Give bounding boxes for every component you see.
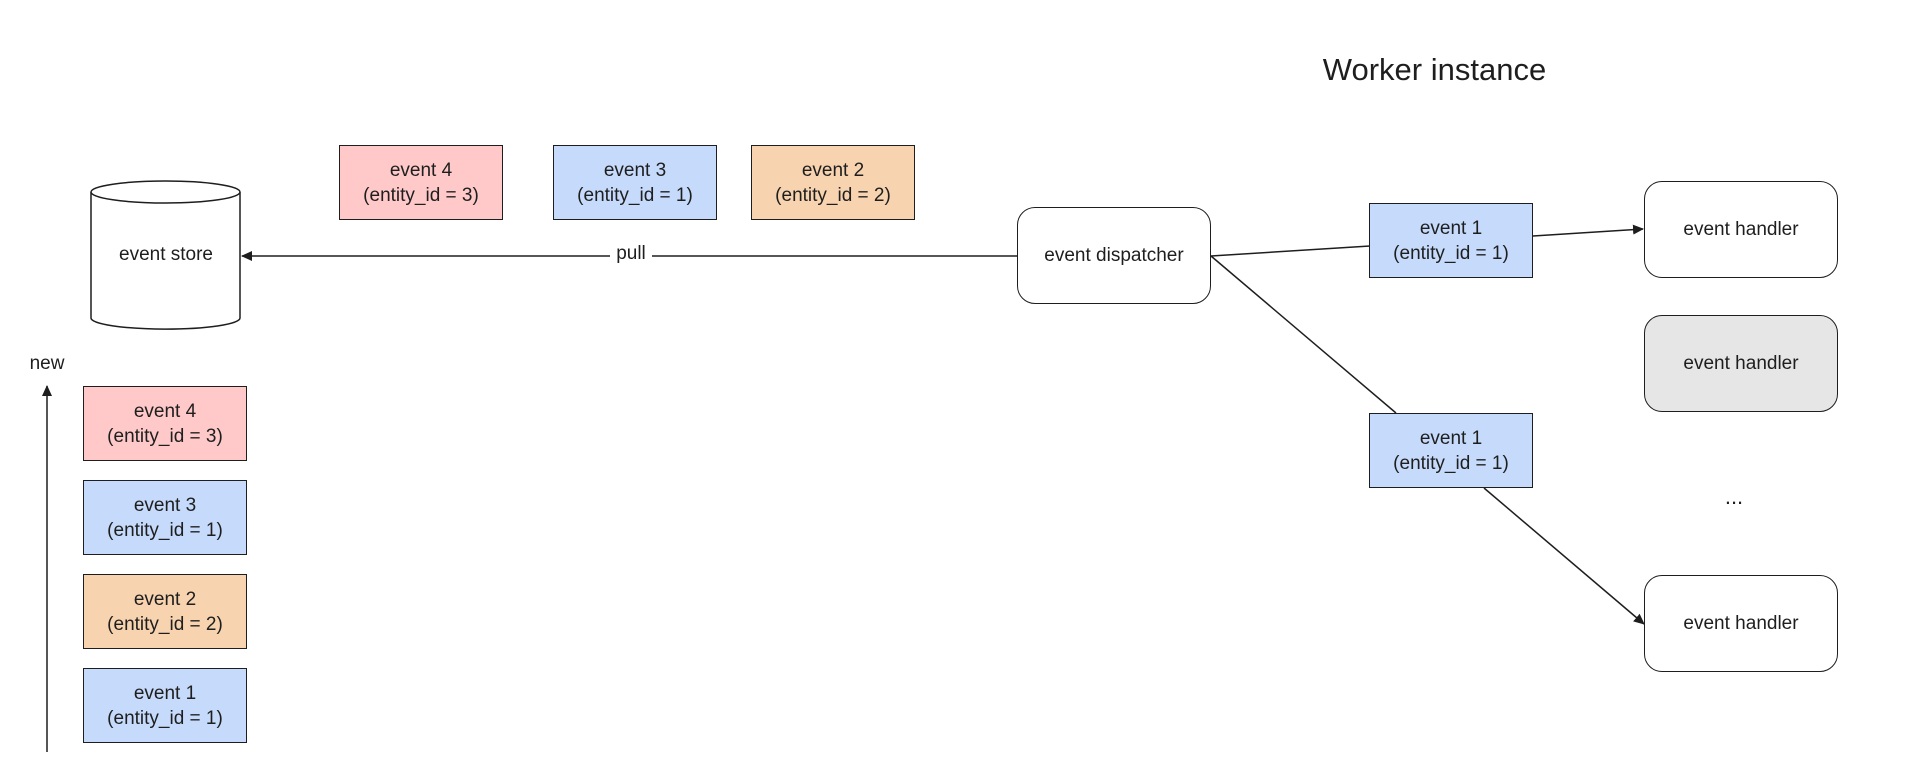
event-handler-2: event handler (1644, 315, 1838, 412)
event-name: event 3 (603, 159, 667, 181)
event-name: event 3 (133, 494, 197, 516)
inflight-event-bottom: event 1 (entity_id = 1) (1369, 413, 1533, 488)
event-entity: (entity_id = 3) (107, 425, 223, 447)
event-handler-1: event handler (1644, 181, 1838, 278)
event-entity: (entity_id = 1) (1393, 242, 1509, 264)
event-store-label: event store (119, 244, 213, 265)
pull-label: pull (610, 243, 652, 265)
event-entity: (entity_id = 2) (775, 184, 891, 206)
event-dispatcher: event dispatcher (1017, 207, 1211, 304)
event-entity: (entity_id = 3) (363, 184, 479, 206)
dispatch-arrow-bottom (1483, 487, 1645, 625)
event-entity: (entity_id = 1) (107, 519, 223, 541)
time-axis-label: new (29, 353, 65, 374)
queue-event-3: event 3 (entity_id = 1) (553, 145, 717, 220)
stored-event-4: event 4 (entity_id = 3) (83, 386, 247, 461)
dispatch-line-bottom (1210, 255, 1397, 414)
event-entity: (entity_id = 1) (1393, 452, 1509, 474)
event-entity: (entity_id = 2) (107, 613, 223, 635)
stored-event-3: event 3 (entity_id = 1) (83, 480, 247, 555)
event-entity: (entity_id = 1) (107, 707, 223, 729)
event-name: event 1 (133, 682, 197, 704)
dispatch-line-top (1210, 245, 1371, 257)
worker-instance-title: Worker instance (1322, 52, 1547, 87)
more-handlers-ellipsis: ... (1724, 484, 1744, 509)
event-name: event 1 (1419, 217, 1483, 239)
queue-event-2: event 2 (entity_id = 2) (751, 145, 915, 220)
stored-event-1: event 1 (entity_id = 1) (83, 668, 247, 743)
queue-event-4: event 4 (entity_id = 3) (339, 145, 503, 220)
event-store-cylinder (90, 180, 241, 330)
event-name: event 2 (133, 588, 197, 610)
event-name: event 1 (1419, 427, 1483, 449)
event-name: event 2 (801, 159, 865, 181)
event-entity: (entity_id = 1) (577, 184, 693, 206)
event-name: event 4 (389, 159, 453, 181)
dispatch-arrow-top (1532, 224, 1644, 237)
event-handler-3: event handler (1644, 575, 1838, 672)
stored-event-2: event 2 (entity_id = 2) (83, 574, 247, 649)
inflight-event-top: event 1 (entity_id = 1) (1369, 203, 1533, 278)
event-name: event 4 (133, 400, 197, 422)
